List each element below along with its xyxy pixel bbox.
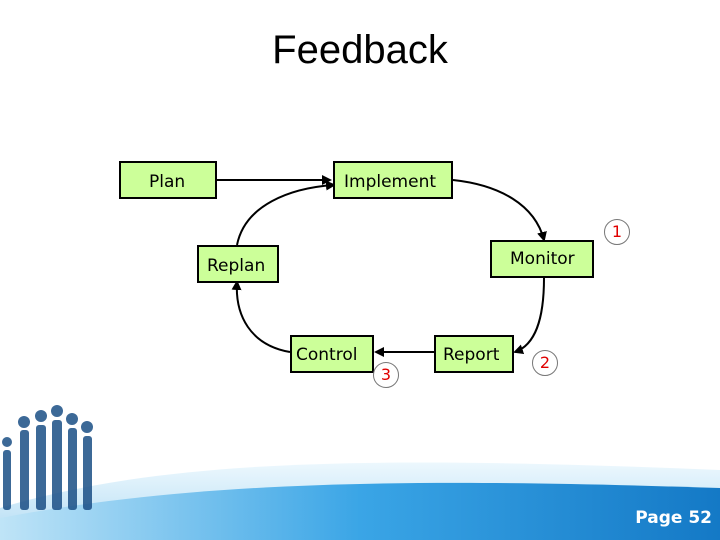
control-label: Control [296,345,358,365]
implement-to-monitor-arrow [452,179,547,242]
slide-title: Feedback [272,28,448,72]
plan-label: Plan [149,172,186,192]
footer-decoration [0,405,720,540]
flow-connectors [216,175,547,357]
report-label: Report [443,345,500,365]
marker-2: 2 [532,350,558,376]
control-box: Control [290,335,374,373]
monitor-to-report-arrow [513,277,545,355]
control-to-replan-arrow [231,280,291,353]
monitor-box: Monitor [490,240,594,278]
marker-1: 1 [604,219,630,245]
monitor-label: Monitor [510,249,575,269]
marker-3: 3 [373,362,399,388]
people-silhouettes-icon [2,405,93,510]
replan-to-implement-arrow [236,180,336,246]
implement-box: Implement [333,161,453,199]
replan-label: Replan [207,256,266,276]
plan-box: Plan [119,161,217,199]
replan-box: Replan [197,245,279,283]
page-number: Page 52 [635,508,712,528]
implement-label: Implement [344,172,437,192]
report-box: Report [434,335,514,373]
